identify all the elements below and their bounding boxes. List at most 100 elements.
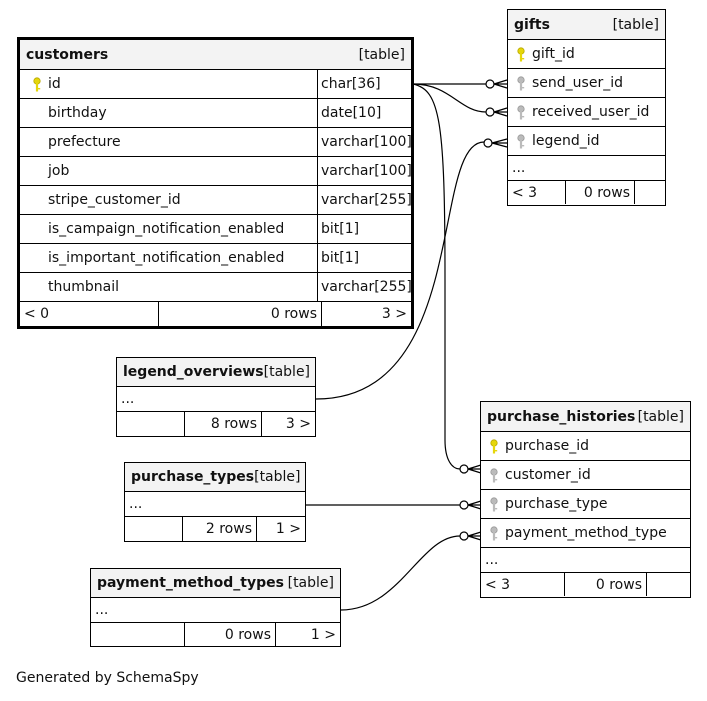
table-footer: 2 rows 1 > [125,517,305,541]
rel-end-send [485,79,495,89]
rel-end-customer [459,464,469,474]
column-name: thumbnail [48,279,119,295]
column-name: received_user_id [532,104,650,120]
table-kind: [table] [358,46,405,63]
row-count: 0 rows [184,623,275,646]
column-row[interactable]: is_important_notification_enabled bit[1] [20,244,411,273]
column-name: birthday [48,105,107,121]
rel-customers-purchase [412,83,461,470]
parents-link[interactable]: < 0 [24,306,50,322]
table-name: customers [26,46,109,63]
row-count: 0 rows [158,302,321,326]
table-name: payment_method_types [97,575,284,591]
table-customers[interactable]: customers [table] id char[36] birthday d… [17,37,414,329]
row-count: 2 rows [182,517,256,541]
table-kind: [table] [263,364,311,380]
children-link[interactable] [646,573,690,596]
column-row[interactable]: send_user_id [508,69,665,98]
table-gifts[interactable]: gifts [table] gift_id send_user_id recei… [507,9,666,206]
table-header: legend_overviews [table] [117,358,315,387]
column-row[interactable]: stripe_customer_id varchar[255] [20,186,412,215]
column-name: customer_id [505,467,591,483]
column-row[interactable]: is_campaign_notification_enabled bit[1] [20,215,411,244]
table-header: gifts [table] [508,10,665,40]
column-row[interactable]: gift_id [508,40,665,69]
rel-end-legend [483,138,493,148]
column-name: gift_id [532,46,575,62]
column-name: id [48,76,61,92]
parents-link[interactable] [125,517,182,541]
table-purchase-histories[interactable]: purchase_histories [table] purchase_id c… [480,401,691,598]
rel-crow-purchasetype [467,500,482,510]
children-link[interactable]: 1 > [275,623,340,646]
rel-crow-legend [491,138,508,148]
column-row[interactable]: thumbnail varchar[255] [20,273,412,302]
table-header: purchase_histories [table] [481,402,690,432]
table-kind: [table] [254,469,301,485]
more-columns-ellipsis: ... [481,548,690,573]
table-footer: < 3 0 rows [481,573,690,596]
foreign-key-icon [485,467,503,483]
foreign-key-icon [485,496,503,512]
column-row[interactable]: prefecture varchar[100] [20,128,412,157]
more-columns-ellipsis: ... [125,492,305,517]
rel-customers-gifts-received [412,83,487,113]
primary-key-icon [512,46,530,62]
more-columns-ellipsis: ... [91,598,340,623]
column-row[interactable]: purchase_type [481,490,690,519]
children-link[interactable]: 3 > [261,412,315,436]
rel-crow-payment [467,531,482,541]
children-link[interactable] [634,181,665,204]
column-row[interactable]: customer_id [481,461,690,490]
more-columns-ellipsis: ... [508,156,665,181]
column-type: char[36] [317,70,411,98]
column-row[interactable]: purchase_id [481,432,690,461]
table-header: payment_method_types [table] [91,569,340,598]
foreign-key-icon [512,133,530,149]
primary-key-icon [485,438,503,454]
column-row[interactable]: id char[36] [20,70,411,99]
column-type: varchar[100] [317,157,412,185]
row-count: 8 rows [184,412,261,436]
column-row[interactable]: legend_id [508,127,665,156]
parents-link[interactable]: < 3 [512,184,538,201]
table-name: gifts [514,16,550,33]
column-name: is_important_notification_enabled [48,250,285,266]
rel-end-purchasetype [459,500,469,510]
column-row[interactable]: birthday date[10] [20,99,411,128]
row-count: 0 rows [564,573,646,596]
rel-crow-received [493,107,508,117]
foreign-key-icon [512,75,530,91]
table-name: legend_overviews [123,364,264,380]
column-name: purchase_id [505,438,590,454]
column-type: varchar[255] [317,273,412,301]
children-link[interactable]: 1 > [256,517,305,541]
column-row[interactable]: received_user_id [508,98,665,127]
table-header: customers [table] [20,40,411,70]
column-type: varchar[100] [317,128,412,156]
table-purchase-types[interactable]: purchase_types [table] ... 2 rows 1 > [124,462,306,542]
foreign-key-icon [485,525,503,541]
table-payment-method-types[interactable]: payment_method_types [table] ... 0 rows … [90,568,341,647]
column-name: is_campaign_notification_enabled [48,221,285,237]
column-row[interactable]: job varchar[100] [20,157,412,186]
table-name: purchase_types [131,469,255,485]
rel-end-payment [459,531,469,541]
children-link[interactable]: 3 > [321,302,411,326]
foreign-key-icon [512,104,530,120]
parents-link[interactable] [117,412,184,436]
rel-crow-send [493,79,508,89]
rel-payment-purchase [340,535,461,611]
table-footer: < 0 0 rows 3 > [20,302,411,326]
table-kind: [table] [612,16,659,33]
parents-link[interactable]: < 3 [485,576,511,593]
column-type: bit[1] [317,244,411,272]
table-legend-overviews[interactable]: legend_overviews [table] ... 8 rows 3 > [116,357,316,437]
parents-link[interactable] [91,623,184,646]
row-count: 0 rows [565,181,634,204]
column-name: payment_method_type [505,525,667,541]
column-row[interactable]: payment_method_type [481,519,690,548]
table-kind: [table] [637,408,684,425]
more-columns-ellipsis: ... [117,387,315,412]
